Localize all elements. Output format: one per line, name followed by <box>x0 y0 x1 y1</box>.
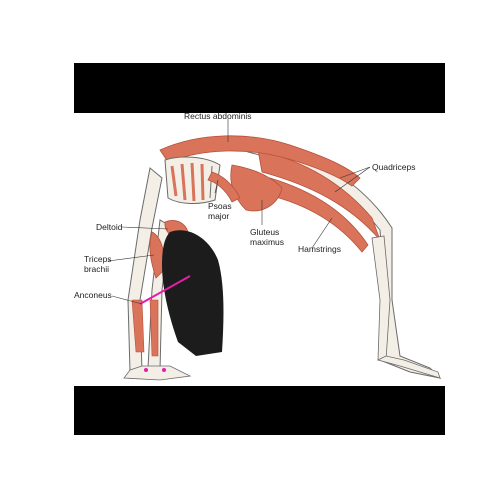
hand-marker-dot <box>162 368 166 372</box>
label-psoas-major-line2: major <box>208 211 230 221</box>
label-gluteus-maximus-line1: Gluteus <box>250 227 280 237</box>
hamstrings-muscle <box>267 177 369 253</box>
forearm-muscles <box>131 299 159 357</box>
leader-lines <box>107 119 371 305</box>
triceps-brachii-muscle <box>149 231 165 279</box>
lower-legs <box>371 235 441 379</box>
top-letterbox-bar <box>74 63 445 113</box>
label-rectus-abdominis: Rectus abdominis <box>184 111 252 121</box>
rectus-abdominis-muscle <box>159 135 361 187</box>
head-hair <box>162 230 224 356</box>
ribcage <box>164 156 221 204</box>
label-deltoid: Deltoid <box>96 222 123 232</box>
bottom-letterbox-bar <box>74 386 445 435</box>
label-triceps-brachii-line2: brachii <box>84 264 110 274</box>
label-gluteus-maximus-line2: maximus <box>250 237 285 247</box>
hand-marker-dot <box>144 368 148 372</box>
psoas-major-muscle <box>207 171 241 203</box>
hands <box>123 365 192 381</box>
anconeus-indicator-line <box>139 275 191 305</box>
label-anconeus: Anconeus <box>74 290 112 300</box>
label-quadriceps: Quadriceps <box>372 162 416 172</box>
label-hamstrings: Hamstrings <box>298 244 341 254</box>
label-triceps-brachii-line1: Triceps <box>84 254 112 264</box>
label-psoas-major-line1: Psoas <box>208 201 232 211</box>
